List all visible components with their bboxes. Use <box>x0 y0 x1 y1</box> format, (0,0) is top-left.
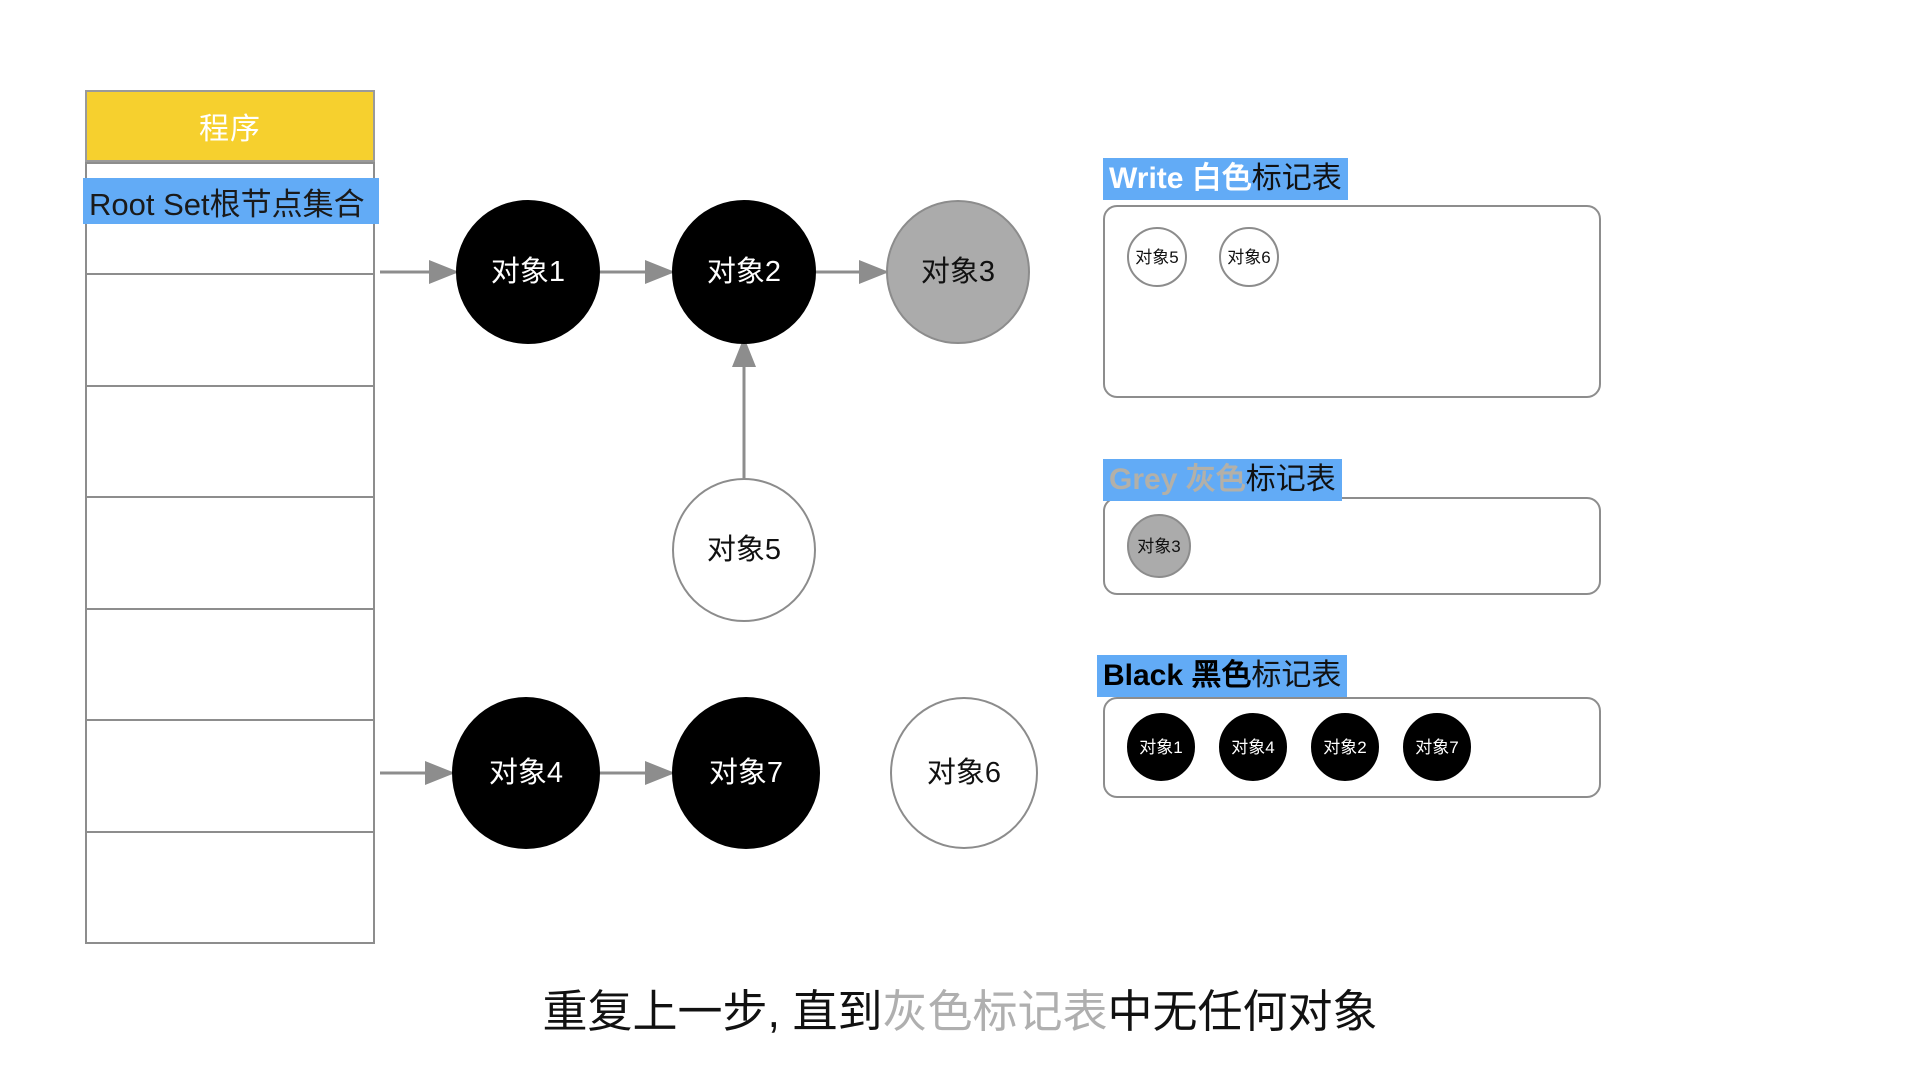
white-mark-table-header: Write 白色 标记表 <box>1103 158 1348 200</box>
grey-mark-tail: 标记表 <box>1245 463 1336 496</box>
white-mark-keyword: Write 白色 <box>1109 162 1252 195</box>
white-mark-chip-obj5[interactable]: 对象5 <box>1127 227 1187 287</box>
graph-node-label: 对象5 <box>706 533 782 566</box>
graph-node-obj1[interactable]: 对象1 <box>456 200 600 344</box>
caption-highlight: 灰色标记表 <box>882 986 1108 1037</box>
graph-node-obj3[interactable]: 对象3 <box>886 200 1030 344</box>
black-mark-chip-obj2[interactable]: 对象2 <box>1311 713 1379 781</box>
chip-label: 对象2 <box>1323 737 1367 757</box>
graph-node-label: 对象6 <box>926 756 1002 789</box>
black-mark-keyword: Black 黑色 <box>1103 659 1252 692</box>
stack-row <box>87 833 373 942</box>
stack-row <box>87 275 373 387</box>
graph-node-obj5[interactable]: 对象5 <box>672 478 816 622</box>
black-mark-table-header: Black 黑色 标记表 <box>1097 655 1348 697</box>
chip-label: 对象3 <box>1137 536 1181 556</box>
black-mark-chip-obj1[interactable]: 对象1 <box>1127 713 1195 781</box>
white-mark-chip-obj6[interactable]: 对象6 <box>1219 227 1279 287</box>
graph-node-label: 对象2 <box>706 255 782 288</box>
chip-label: 对象7 <box>1415 737 1459 757</box>
root-set-stack-table <box>85 162 375 944</box>
graph-node-obj2[interactable]: 对象2 <box>672 200 816 344</box>
graph-node-label: 对象1 <box>490 255 566 288</box>
caption-suffix: 中无任何对象 <box>1107 986 1378 1037</box>
black-mark-tail: 标记表 <box>1251 659 1342 692</box>
graph-node-label: 对象3 <box>920 255 996 288</box>
stack-row <box>87 498 373 610</box>
stack-row <box>87 164 373 276</box>
stack-row <box>87 610 373 722</box>
chip-label: 对象5 <box>1135 247 1179 267</box>
chip-label: 对象6 <box>1227 247 1271 267</box>
graph-node-obj4[interactable]: 对象4 <box>452 697 600 849</box>
graph-node-obj7[interactable]: 对象7 <box>672 697 820 849</box>
stack-row <box>87 721 373 833</box>
grey-mark-chip-obj3[interactable]: 对象3 <box>1127 514 1191 578</box>
grey-mark-table-header: Grey 灰色 标记表 <box>1103 459 1342 501</box>
black-mark-chip-obj7[interactable]: 对象7 <box>1403 713 1471 781</box>
stack-row <box>87 387 373 499</box>
grey-mark-keyword: Grey 灰色 <box>1109 463 1246 496</box>
chip-label: 对象1 <box>1139 737 1183 757</box>
chip-label: 对象4 <box>1231 737 1275 757</box>
graph-node-obj6[interactable]: 对象6 <box>890 697 1038 849</box>
graph-node-label: 对象4 <box>488 756 564 789</box>
black-mark-chip-obj4[interactable]: 对象4 <box>1219 713 1287 781</box>
caption: 重复上一步, 直到灰色标记表中无任何对象 <box>0 975 1920 1040</box>
caption-prefix: 重复上一步, 直到 <box>542 986 883 1037</box>
program-header: 程序 <box>85 90 375 162</box>
graph-node-label: 对象7 <box>708 756 784 789</box>
root-set-label: Root Set根节点集合 <box>83 178 379 224</box>
white-mark-table-box <box>1103 205 1601 398</box>
white-mark-tail: 标记表 <box>1251 162 1342 195</box>
